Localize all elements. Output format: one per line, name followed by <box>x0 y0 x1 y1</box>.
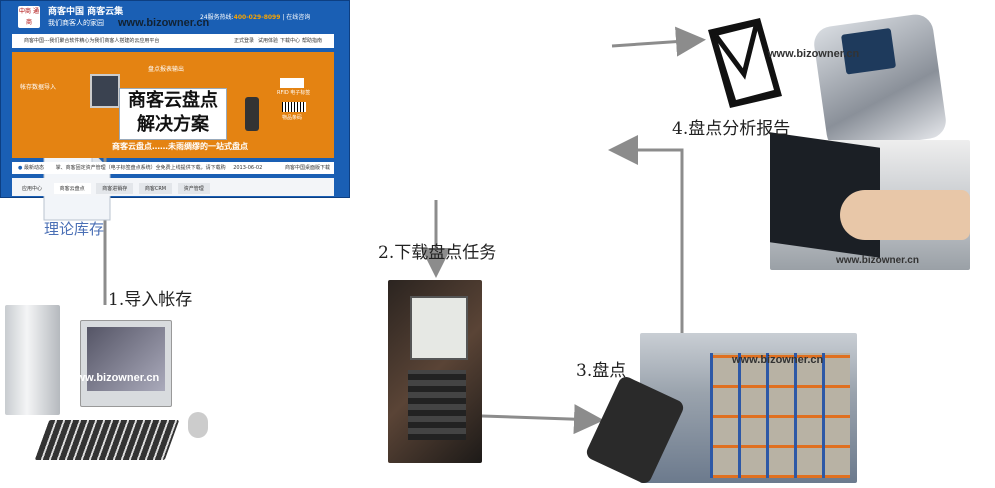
handheld-terminal-image <box>388 280 482 463</box>
website-banner: 帐存数据导入 盘点报表输出 RFID 电子标签 物品条码 商客云盘点……未雨绸缪… <box>12 52 334 158</box>
arrow-count <box>481 404 604 435</box>
rfid-tag <box>280 78 304 88</box>
nav-text: 商客中国---我们聚合软件精心为我们商客人搭建的云应用平台 <box>24 38 160 44</box>
banner-label: 盘点报表输出 <box>148 66 185 73</box>
banner-label: 帐存数据导入 <box>20 84 57 91</box>
watermark: www.bizowner.cn <box>768 48 860 60</box>
arrow-report <box>611 26 706 57</box>
news-bar: ● 最新动态 掌、商客固定资产管理（电子标签盘点系统）全免费上线提供下载，请下载… <box>12 162 334 174</box>
tab-crm[interactable]: 商客CRM <box>138 183 173 194</box>
tab-jxc[interactable]: 商客进销存 <box>96 183 134 194</box>
website-screenshot: 中商 通商 商客中国 商客云集 我们商客人的家园 www.bizowner.cn… <box>0 0 350 198</box>
arrow-upload <box>608 135 684 345</box>
watermark: www.bizowner.cn <box>836 255 919 266</box>
news-label: 最新动态 <box>23 165 44 171</box>
banner-caption: 商客云盘点……未雨绸缪的一站式盘点 <box>112 142 248 151</box>
tab-cloud-inventory[interactable]: 商客云盘点 <box>53 183 91 194</box>
banner-label: 物品条码 <box>282 115 303 121</box>
document-label: 理论库存 <box>44 220 105 238</box>
pc-tower-image <box>5 305 60 415</box>
tab-assets[interactable]: 资产管理 <box>177 183 210 194</box>
warehouse-image <box>640 333 857 483</box>
banner-overlay: 商客云盘点解决方案 <box>119 88 227 140</box>
website-logo: 中商 通商 <box>18 6 40 28</box>
hotline: 24服务热线:400-029-8099 | 在线咨询 <box>200 14 311 21</box>
step-4-label: 4.盘点分析报告 <box>672 119 791 139</box>
step-1-label: 1.导入帐存 <box>108 290 193 310</box>
envelope-icon <box>708 18 782 108</box>
website-nav: 商客中国---我们聚合软件精心为我们商客人搭建的云应用平台 正式登录 试用体验 … <box>12 34 334 48</box>
website-slogan: 我们商客人的家园 <box>48 19 104 27</box>
nav-link-help[interactable]: 帮助指南 <box>302 38 323 44</box>
watermark: www.bizowner.cn <box>732 354 824 366</box>
website-brand: 商客中国 商客云集 <box>48 7 124 17</box>
overlay-line: 商客云盘点 <box>128 90 218 111</box>
mouse-image <box>188 412 208 438</box>
news-icon: ● <box>18 165 23 171</box>
news-date: 2013-06-02 <box>233 165 263 171</box>
nav-link-download[interactable]: 下载中心 <box>280 38 301 44</box>
scanner-image <box>245 97 259 131</box>
step-3-label: 3.盘点 <box>576 361 627 381</box>
flip-phone-image <box>811 12 949 153</box>
keyboard-image <box>34 420 180 460</box>
nav-link-trial[interactable]: 试用体验 <box>258 38 279 44</box>
overlay-line: 解决方案 <box>137 114 209 135</box>
hotline-label: 24服务热线: <box>200 14 234 21</box>
hotline-number: 400-029-8099 <box>233 14 281 21</box>
news-text[interactable]: 掌、商客固定资产管理（电子标签盘点系统）全免费上线提供下载，请下载购 <box>55 165 226 171</box>
barcode <box>282 102 306 112</box>
laptop-image <box>90 74 120 108</box>
desktop-download-link[interactable]: 商客中国桌面版下载 <box>284 165 330 171</box>
online-consult[interactable]: 在线咨询 <box>286 14 311 21</box>
monitor-image <box>80 320 172 407</box>
tab-app-center[interactable]: 应用中心 <box>22 186 43 192</box>
watermark: www.bizowner.cn <box>68 372 160 384</box>
watermark: www.bizowner.cn <box>118 17 210 29</box>
banner-label: RFID 电子标签 <box>277 90 311 96</box>
step-2-label: 2.下载盘点任务 <box>378 243 497 263</box>
website-tabs: 应用中心 商客云盘点 商客进销存 商客CRM 资产管理 <box>12 178 334 196</box>
nav-link-login[interactable]: 正式登录 <box>234 38 255 44</box>
laptop-typing-image <box>770 132 970 270</box>
